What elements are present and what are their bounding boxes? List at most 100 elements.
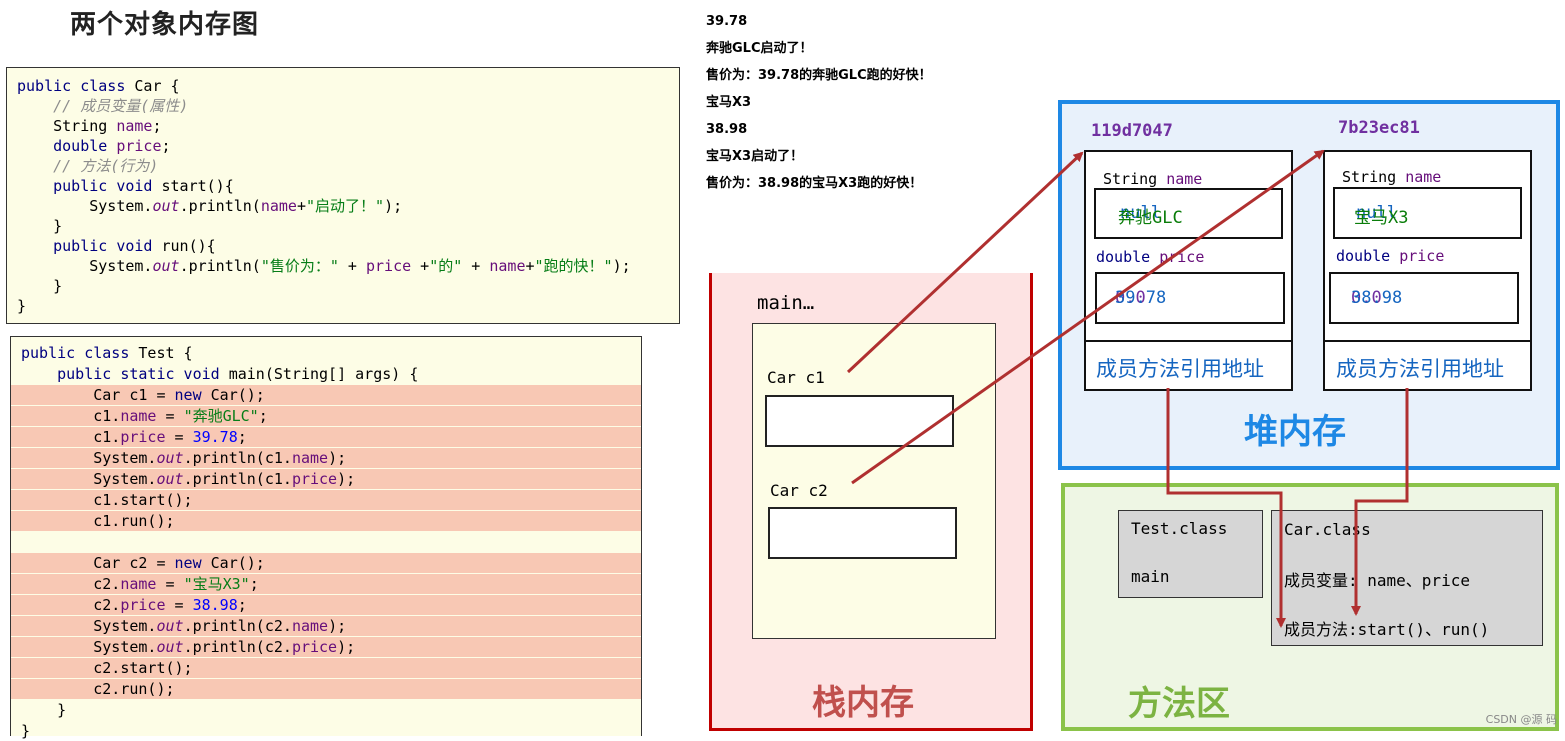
code-token: ); [384, 197, 403, 215]
code-line: c1.name = "奔驰GLC"; [11, 406, 641, 426]
code-token: name [291, 617, 329, 635]
obj2-price-label: double price [1336, 247, 1444, 265]
code-token: System. [21, 617, 157, 635]
code-token: String [17, 117, 117, 135]
console-line: 38.98 [706, 122, 748, 137]
stack-var-c2-box [768, 507, 957, 559]
code-line: c2.start(); [11, 658, 641, 678]
obj2-price-box [1329, 272, 1519, 324]
car-methods-label: 成员方法:start()、run() [1284, 620, 1490, 639]
code-token: + [296, 197, 306, 215]
code-token: } [17, 277, 63, 295]
code-line: System.out.println("售价为：" + price +"的" +… [7, 256, 679, 276]
stack-var-c1-box [765, 395, 954, 447]
code-token: = [156, 407, 184, 425]
code-line: Car c1 = new Car(); [11, 385, 641, 405]
code-token: run(){ [161, 237, 216, 255]
car-class-label: Car.class [1284, 520, 1371, 539]
obj2-price-type: double [1336, 247, 1391, 265]
code-token: System. [17, 197, 153, 215]
console-line: 宝马X3 [706, 95, 752, 110]
code-token: name [489, 257, 526, 275]
code-token: c1.run(); [21, 512, 175, 530]
code-token: "售价为：" [260, 257, 339, 275]
code-token: = [165, 428, 193, 446]
code-line: double price; [7, 136, 679, 156]
code-token: ; [258, 407, 268, 425]
code-token: c2.start(); [21, 659, 193, 677]
obj2-price-old-value: 0.0 [1351, 288, 1382, 308]
car-class-code: public class Car { // 成员变量(属性) String na… [6, 67, 680, 324]
code-token: 38.98 [192, 596, 238, 614]
code-token: System. [17, 257, 153, 275]
code-token: ; [237, 428, 247, 446]
code-token: out [156, 617, 184, 635]
obj2-name-type: String [1342, 168, 1397, 186]
code-token: .println(c2. [183, 638, 292, 656]
code-token: c2. [21, 596, 121, 614]
test-class-code: public class Test { public static void m… [10, 336, 642, 740]
code-token: "启动了！" [306, 197, 385, 215]
code-token: Car(); [201, 554, 265, 572]
obj2-price-value: 38.98 [1351, 288, 1403, 308]
code-token: .println( [179, 197, 261, 215]
stack-frame-label: main… [757, 292, 815, 314]
code-token: out [156, 470, 184, 488]
code-line: } [11, 700, 641, 720]
code-token: price [120, 596, 166, 614]
code-line: public void start(){ [7, 176, 679, 196]
code-token: ); [337, 638, 356, 656]
code-token: .println(c1. [183, 470, 292, 488]
code-token: } [21, 722, 31, 740]
obj1-name-field: name [1166, 170, 1203, 188]
obj2-name-field: name [1405, 168, 1442, 186]
obj1-methods-divider [1084, 340, 1293, 342]
test-class-label: Test.class [1131, 519, 1228, 538]
code-token: + [525, 257, 535, 275]
obj1-name-type: String [1103, 170, 1158, 188]
code-line: // 成员变量(属性) [7, 96, 679, 116]
page-title: 两个对象内存图 [70, 10, 260, 40]
code-line: public static void main(String[] args) { [11, 364, 641, 384]
code-line: public void run(){ [7, 236, 679, 256]
car-fields-label: 成员变量: name、price [1284, 571, 1470, 590]
code-token: name [116, 117, 153, 135]
code-token: out [152, 197, 180, 215]
code-token: double [17, 137, 117, 155]
code-token: .println(c2. [183, 617, 292, 635]
code-token: Car(); [201, 386, 265, 404]
code-line: public class Test { [11, 343, 641, 363]
code-token: ); [328, 449, 347, 467]
code-line: String name; [7, 116, 679, 136]
code-line: public class Car { [7, 76, 679, 96]
obj2-name-box [1333, 187, 1522, 239]
obj2-name-value: 宝马X3 [1354, 208, 1409, 228]
code-token: System. [21, 470, 157, 488]
code-line: System.out.println(c2.price); [11, 637, 641, 657]
code-token: price [116, 137, 162, 155]
obj2-name-old-value: null [1356, 203, 1397, 223]
code-line: } [7, 296, 679, 316]
code-token: c1. [21, 428, 121, 446]
code-token: "奔驰GLC" [183, 407, 259, 425]
code-line: c1.run(); [11, 511, 641, 531]
code-token: name [120, 407, 157, 425]
code-line: System.out.println(name+"启动了！"); [7, 196, 679, 216]
code-token: System. [21, 638, 157, 656]
code-token: System. [21, 449, 157, 467]
code-token: = [165, 596, 193, 614]
obj1-price-value: 39.78 [1115, 288, 1167, 308]
code-token: Car c2 = [21, 554, 175, 572]
code-line: c2.run(); [11, 679, 641, 699]
code-token: new [174, 386, 202, 404]
code-token: name [291, 449, 329, 467]
code-line: System.out.println(c1.name); [11, 448, 641, 468]
code-token: public void [17, 177, 162, 195]
code-token: ; [152, 117, 162, 135]
code-token: public void [17, 237, 162, 255]
code-line: } [11, 721, 641, 741]
obj1-name-value: 奔驰GLC [1118, 208, 1183, 228]
test-main-label: main [1131, 567, 1170, 586]
code-line: System.out.println(c2.name); [11, 616, 641, 636]
code-token: Test { [129, 344, 193, 362]
